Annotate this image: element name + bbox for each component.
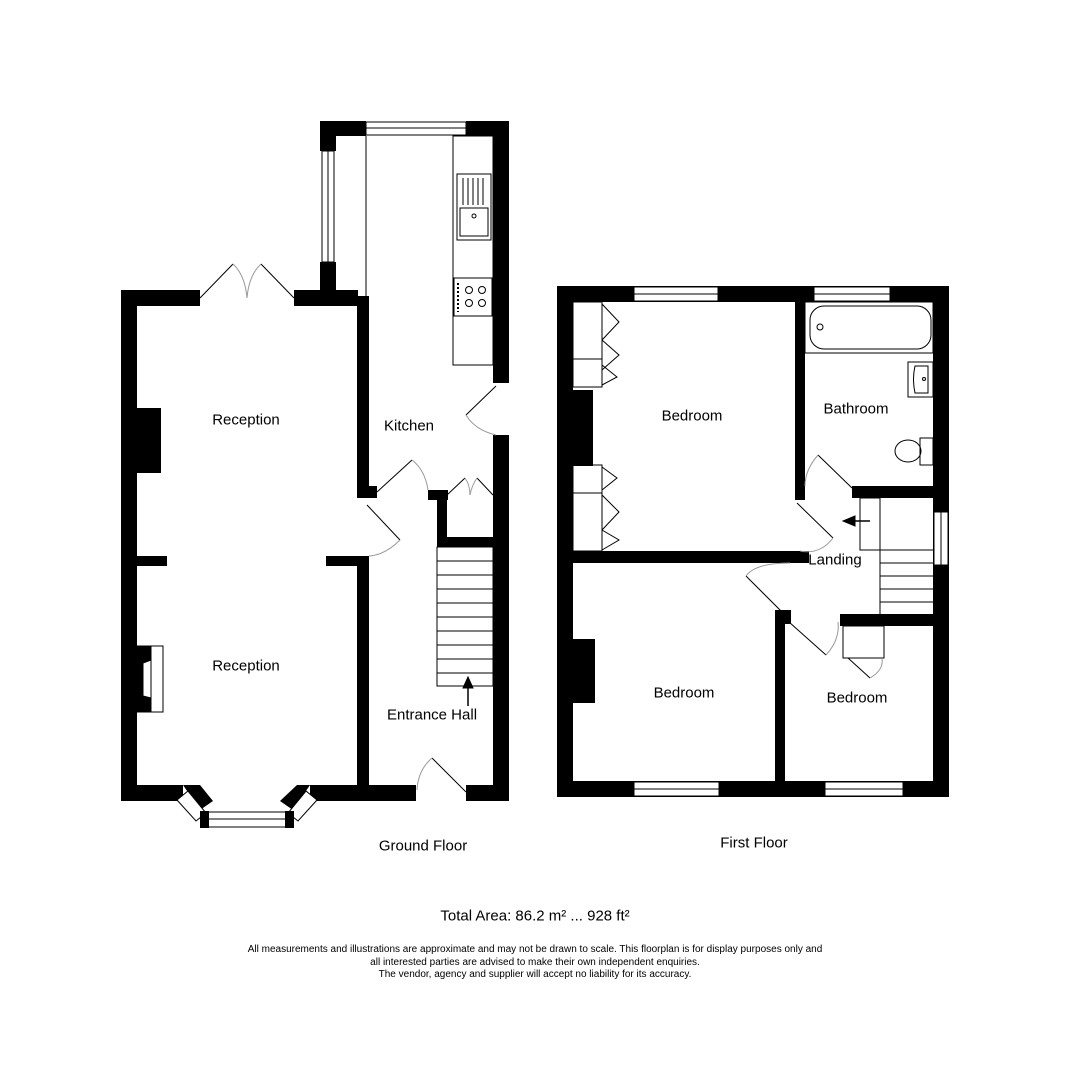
door-icon xyxy=(788,621,839,656)
hob-icon xyxy=(453,277,493,317)
window-icon xyxy=(633,286,949,797)
door-icon xyxy=(804,454,853,489)
ground-floor-plan xyxy=(121,121,509,810)
arrow-icon xyxy=(841,515,870,527)
room-label-bedroom-1: Bedroom xyxy=(661,407,723,425)
sink-icon xyxy=(456,173,492,241)
room-label-bedroom-3: Bedroom xyxy=(826,689,888,707)
disclaimer: All measurements and illustrations are a… xyxy=(185,944,885,982)
floor-label-ground: Ground Floor xyxy=(378,837,468,855)
ground-floor-fixtures xyxy=(136,121,497,828)
room-label-entrance-hall: Entrance Hall xyxy=(386,706,478,724)
first-floor-fixtures xyxy=(572,286,949,797)
door-icon xyxy=(745,562,791,619)
total-area: Total Area: 86.2 m² ... 928 ft² xyxy=(440,907,630,925)
room-label-reception-rear: Reception xyxy=(212,411,280,429)
door-icon xyxy=(465,385,497,436)
bath-icon xyxy=(804,301,934,354)
door-icon xyxy=(796,502,834,553)
door-icon xyxy=(416,757,467,793)
wardrobe-icon xyxy=(572,301,620,552)
door-icon xyxy=(446,477,494,496)
room-label-bedroom-2: Bedroom xyxy=(653,684,715,702)
room-label-reception-front: Reception xyxy=(212,657,280,675)
stairs-icon xyxy=(859,497,933,614)
door-icon xyxy=(376,459,429,493)
basin-icon xyxy=(907,361,934,398)
door-icon xyxy=(199,263,295,299)
disclaimer-line: The vendor, agency and supplier will acc… xyxy=(378,969,692,980)
wardrobe-icon xyxy=(842,625,885,679)
disclaimer-line: all interested parties are advised to ma… xyxy=(370,956,700,968)
arrow-icon xyxy=(462,675,474,706)
room-label-kitchen: Kitchen xyxy=(383,417,435,435)
door-icon xyxy=(366,504,401,557)
room-label-landing: Landing xyxy=(808,551,862,569)
floor-label-first: First Floor xyxy=(720,834,788,852)
fireplace-icon xyxy=(136,645,164,713)
room-label-bathroom: Bathroom xyxy=(823,400,889,418)
stairs-icon xyxy=(436,546,494,687)
toilet-icon xyxy=(894,437,934,466)
disclaimer-line: All measurements and illustrations are a… xyxy=(247,944,823,955)
